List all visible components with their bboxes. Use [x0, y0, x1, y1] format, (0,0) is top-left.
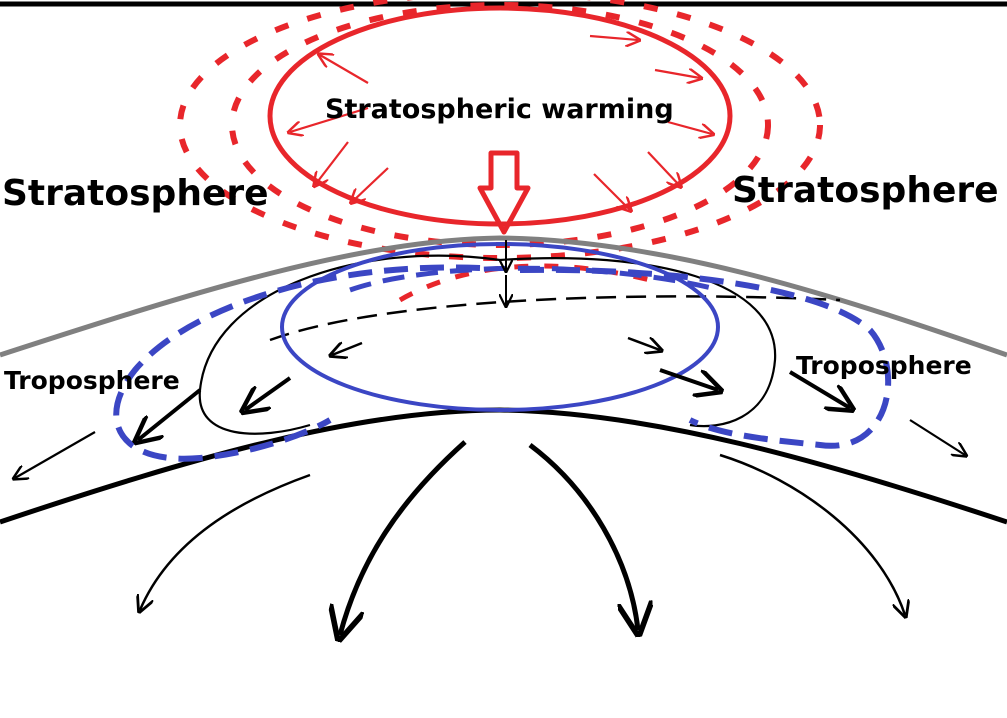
stratospheric-warming-label: Stratospheric warming	[325, 94, 674, 125]
warming-dashed-ring-outer	[177, 0, 823, 261]
black-dashed-line	[269, 295, 841, 342]
surface-outflow-arrows	[140, 440, 905, 635]
black-flow-loop-right	[499, 257, 777, 428]
troposphere-left-label: Troposphere	[4, 366, 180, 395]
tropopause-curve	[0, 235, 1007, 358]
downward-warming-arrow	[477, 150, 531, 235]
blue-dashed-inner-line	[349, 265, 721, 293]
warming-outward-arrows	[290, 36, 712, 210]
stratosphere-right-label: Stratosphere	[732, 170, 999, 211]
black-flow-loop-left	[198, 254, 501, 435]
surface-curve	[0, 407, 1007, 525]
troposphere-arrows	[15, 336, 965, 478]
vortex-ellipse	[280, 242, 720, 412]
troposphere-right-label: Troposphere	[796, 351, 972, 380]
blue-dashed-loop-right	[519, 266, 892, 449]
stratosphere-left-label: Stratosphere	[2, 173, 269, 214]
